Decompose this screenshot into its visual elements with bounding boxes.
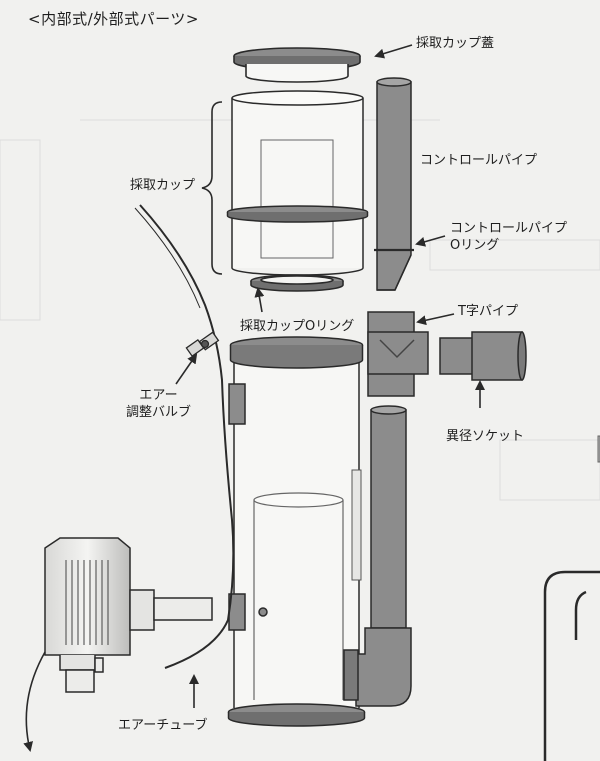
cup-lid-part	[233, 47, 361, 83]
reducer-socket-part	[439, 331, 527, 381]
label-cup-oring: 採取カップOリング	[240, 319, 355, 334]
label-reducer-socket: 異径ソケット	[446, 429, 525, 444]
right-partial-view	[543, 570, 600, 761]
air-valve-part	[185, 331, 220, 358]
label-air-valve-line1: エアー	[139, 388, 178, 403]
collection-cup-brace	[201, 101, 223, 275]
return-pipe-part	[343, 405, 412, 707]
label-control-pipe: コントロールパイプ	[420, 153, 538, 168]
label-t-pipe: T字パイプ	[458, 304, 518, 319]
t-pipe-part	[367, 311, 429, 397]
label-air-valve: エアー 調整バルブ	[126, 387, 191, 421]
cup-oring-part	[250, 274, 344, 292]
label-control-pipe-oring-line1: コントロールパイプ	[450, 221, 568, 236]
page-title: <内部式/外部式パーツ>	[28, 10, 199, 28]
collection-cup-part	[226, 90, 369, 276]
pump-part	[44, 537, 213, 693]
label-cup-lid: 採取カップ蓋	[416, 36, 495, 51]
skimmer-body-part	[227, 336, 366, 727]
label-collection-cup: 採取カップ	[130, 178, 196, 193]
label-control-pipe-oring-line2: Oリング	[450, 238, 500, 253]
label-air-valve-line2: 調整バルブ	[126, 405, 192, 420]
rotation-arrow	[23, 651, 46, 752]
air-tube-part	[139, 204, 235, 669]
label-air-tube: エアーチューブ	[118, 718, 208, 733]
control-pipe-part	[374, 77, 414, 291]
annotation-arrows	[175, 44, 485, 708]
label-control-pipe-oring: コントロールパイプ Oリング	[450, 220, 567, 254]
